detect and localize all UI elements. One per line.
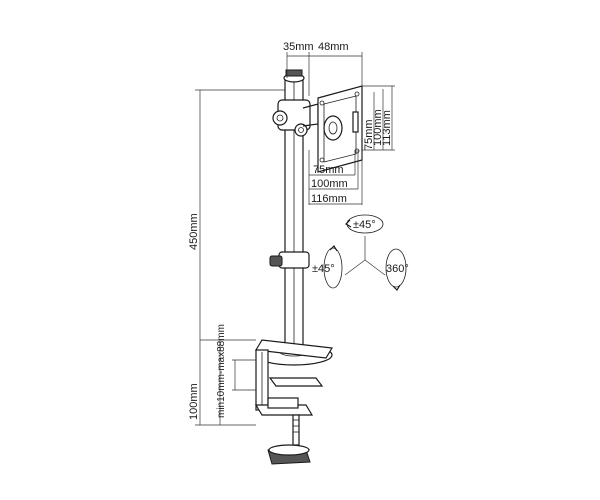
tilt-joint bbox=[272, 99, 319, 137]
label-clamp-height: 100mm bbox=[188, 383, 200, 420]
rotate-arrow-icon bbox=[385, 248, 407, 291]
tilt-arrow-icon bbox=[345, 214, 384, 234]
height-collar bbox=[269, 251, 310, 269]
label-pole-height: 450mm bbox=[188, 213, 200, 250]
label-vesa-h-75: 75mm bbox=[313, 164, 344, 176]
label-tilt: ±45° bbox=[353, 219, 376, 231]
vesa-plate bbox=[317, 85, 363, 173]
label-plate-offset: 35mm bbox=[283, 41, 314, 53]
label-rotate: 360° bbox=[386, 263, 409, 275]
label-desk-range: min10mm-max88mm bbox=[216, 324, 227, 418]
label-swivel: ±45° bbox=[312, 263, 335, 275]
dimension-labels: 35mm 48mm 75mm 100mm 116mm 75mm 100mm 11… bbox=[188, 41, 393, 420]
label-vesa-h-116: 116mm bbox=[311, 193, 347, 205]
label-plate-width: 48mm bbox=[318, 41, 349, 53]
label-vesa-h-100: 100mm bbox=[311, 178, 348, 190]
label-vesa-v-113: 113mm bbox=[381, 110, 393, 146]
label-vesa-v-75: 75mm bbox=[363, 119, 375, 150]
mount-pole bbox=[283, 69, 305, 356]
label-vesa-v-100: 100mm bbox=[372, 109, 384, 146]
dimension-lines bbox=[195, 52, 395, 426]
swivel-arrow-icon bbox=[323, 245, 343, 289]
desk-clamp bbox=[254, 339, 333, 465]
rotation-indicators: ±45° ±45° 360° bbox=[312, 214, 409, 291]
